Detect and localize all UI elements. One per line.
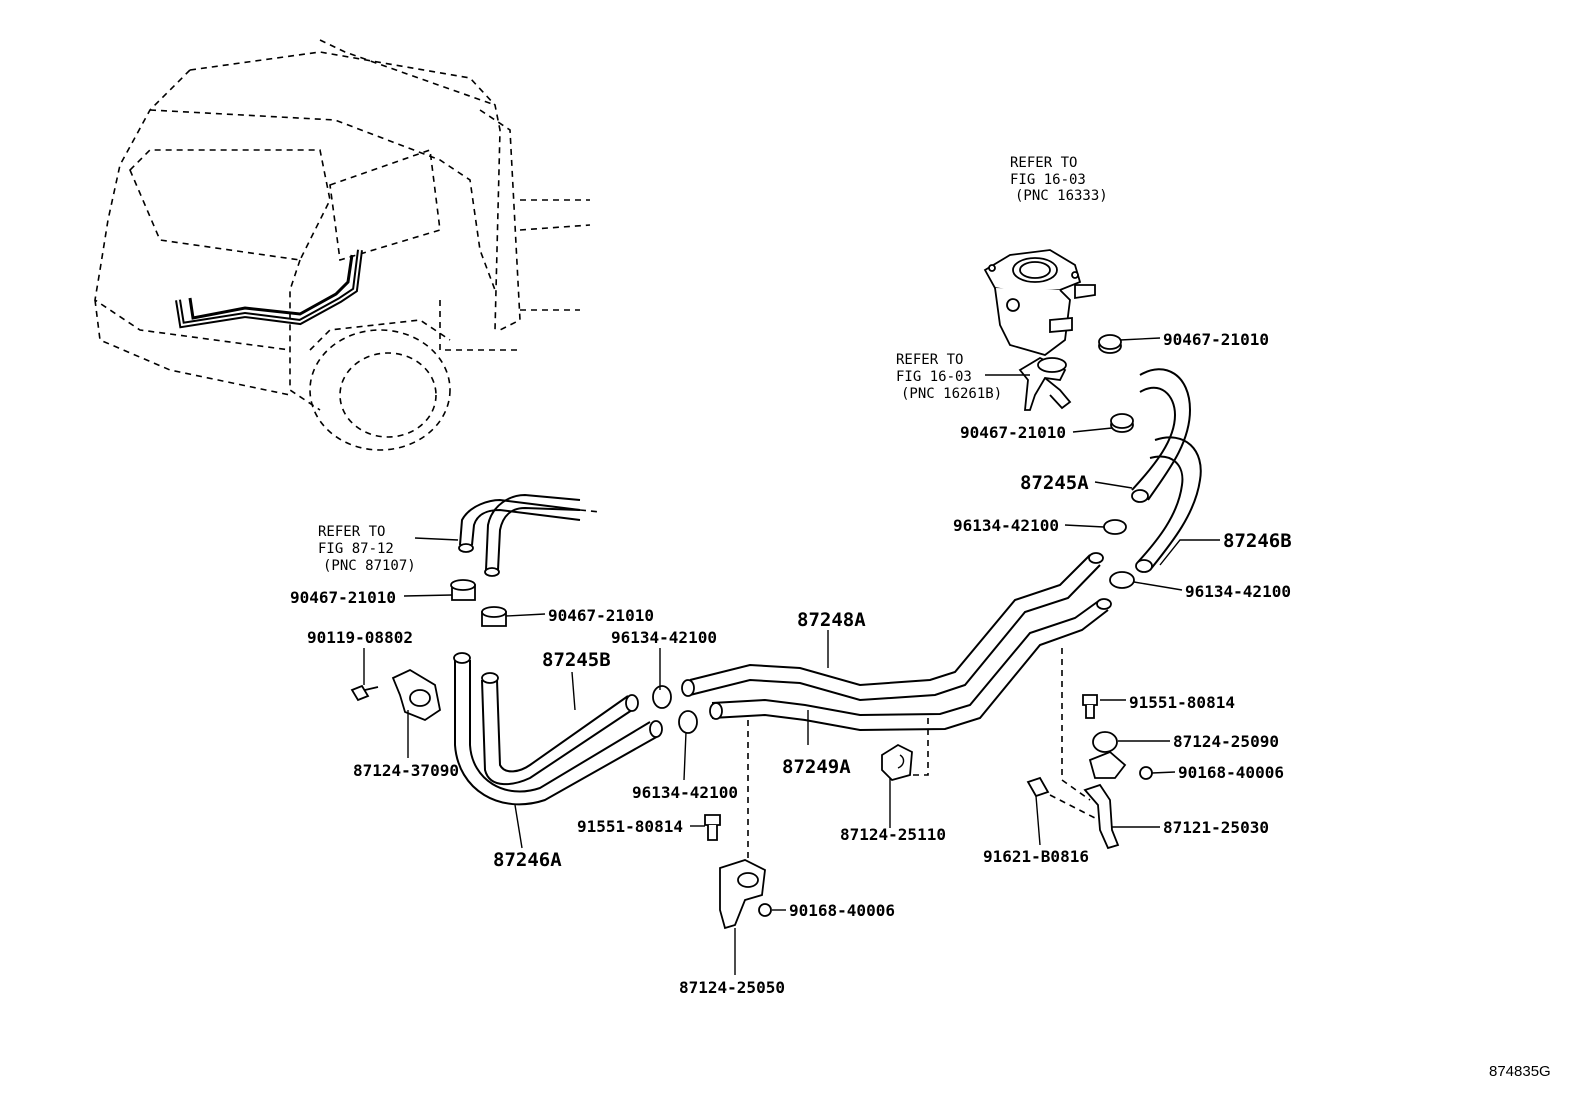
hose-clamp-icon	[1098, 334, 1122, 354]
clamp-87124-25110-shape	[881, 743, 913, 782]
part-label[interactable]: 96134-42100	[953, 516, 1059, 535]
clamp-87124-25090-shape	[1088, 731, 1127, 779]
hose-87246b-shape	[1135, 436, 1202, 573]
part-label[interactable]: 91551-80814	[577, 817, 683, 836]
part-label[interactable]: 87124-25050	[679, 978, 785, 997]
ref-line-3: (PNC 16261B)	[901, 386, 1002, 402]
heater-pipes-87107	[458, 493, 601, 577]
part-label[interactable]: 90168-40006	[1178, 763, 1284, 782]
reference-fig-16-03-pnc-16261b: REFER TO FIG 16-03 (PNC 16261B)	[896, 352, 1002, 402]
bolt-icon	[1082, 694, 1098, 719]
pipe-87248a-shape	[681, 552, 1104, 702]
hose-clamp-icon	[450, 579, 476, 601]
leader-lines	[363, 337, 1220, 975]
part-label[interactable]: 90467-21010	[290, 588, 396, 607]
screw-icon	[758, 903, 772, 917]
hose-87246a-shape	[453, 652, 661, 806]
reference-fig-87-12-pnc-87107: REFER TO FIG 87-12 (PNC 87107)	[318, 524, 416, 574]
bracket-87121-25030-shape	[1083, 783, 1120, 850]
diagram-code: 874835G	[1489, 1063, 1551, 1080]
part-labels: 90467-21010 90467-21010 87245A 96134-421…	[290, 330, 1292, 997]
hose-clamp-icon	[678, 710, 698, 734]
part-label[interactable]: 87249A	[782, 756, 851, 778]
part-label[interactable]: 87246B	[1223, 530, 1292, 552]
part-label[interactable]: 87245B	[542, 649, 611, 671]
part-label[interactable]: 87245A	[1020, 472, 1089, 494]
part-label[interactable]: 91551-80814	[1129, 693, 1235, 712]
part-label[interactable]: 87124-25090	[1173, 732, 1279, 751]
hose-clamp-icon	[1110, 413, 1134, 433]
bolt-icon	[350, 684, 379, 702]
bolt-icon	[704, 814, 721, 841]
ref-line-2: FIG 87-12	[318, 541, 394, 557]
ref-line-2: FIG 16-03	[896, 369, 972, 385]
hose-clamp-icon	[1103, 519, 1127, 535]
bracket-87124-25050-shape	[719, 859, 766, 930]
ref-line-1: REFER TO	[1010, 155, 1077, 171]
part-label[interactable]: 87124-25110	[840, 825, 946, 844]
part-label[interactable]: 90467-21010	[1163, 330, 1269, 349]
hose-clamp-icon	[481, 606, 507, 627]
ref-line-1: REFER TO	[318, 524, 385, 540]
hose-87245b-shape	[481, 672, 663, 786]
part-label[interactable]: 87121-25030	[1163, 818, 1269, 837]
part-label[interactable]: 91621-B0816	[983, 847, 1089, 866]
part-label[interactable]: 96134-42100	[1185, 582, 1291, 601]
bolt-icon	[1026, 776, 1050, 798]
ref-line-3: (PNC 87107)	[323, 558, 416, 574]
hose-clamp-icon	[1109, 571, 1135, 589]
screw-icon	[1139, 766, 1153, 780]
part-label[interactable]: 90467-21010	[960, 423, 1066, 442]
reference-fig-16-03-pnc-16333: REFER TO FIG 16-03 (PNC 16333)	[1010, 155, 1108, 204]
part-label[interactable]: 90467-21010	[548, 606, 654, 625]
pipe-clamp-87124-37090-shape	[391, 668, 442, 722]
part-label[interactable]: 90168-40006	[789, 901, 895, 920]
part-label[interactable]: 87246A	[493, 849, 562, 871]
hose-clamp-icon	[652, 685, 672, 709]
part-label[interactable]: 87124-37090	[353, 761, 459, 780]
ref-line-1: REFER TO	[896, 352, 963, 368]
truck-outline-illustration	[94, 39, 591, 451]
water-valve-tee	[1018, 356, 1072, 411]
hose-87245a-shape	[1131, 368, 1192, 503]
part-label[interactable]: 96134-42100	[632, 783, 738, 802]
part-label[interactable]: 87248A	[797, 609, 866, 631]
part-label[interactable]: 96134-42100	[611, 628, 717, 647]
pipe-87249a-shape	[709, 598, 1112, 732]
water-outlet-housing	[983, 249, 1096, 356]
ref-line-2: FIG 16-03	[1010, 172, 1086, 188]
part-label[interactable]: 90119-08802	[307, 628, 413, 647]
ref-line-3: (PNC 16333)	[1015, 188, 1108, 204]
